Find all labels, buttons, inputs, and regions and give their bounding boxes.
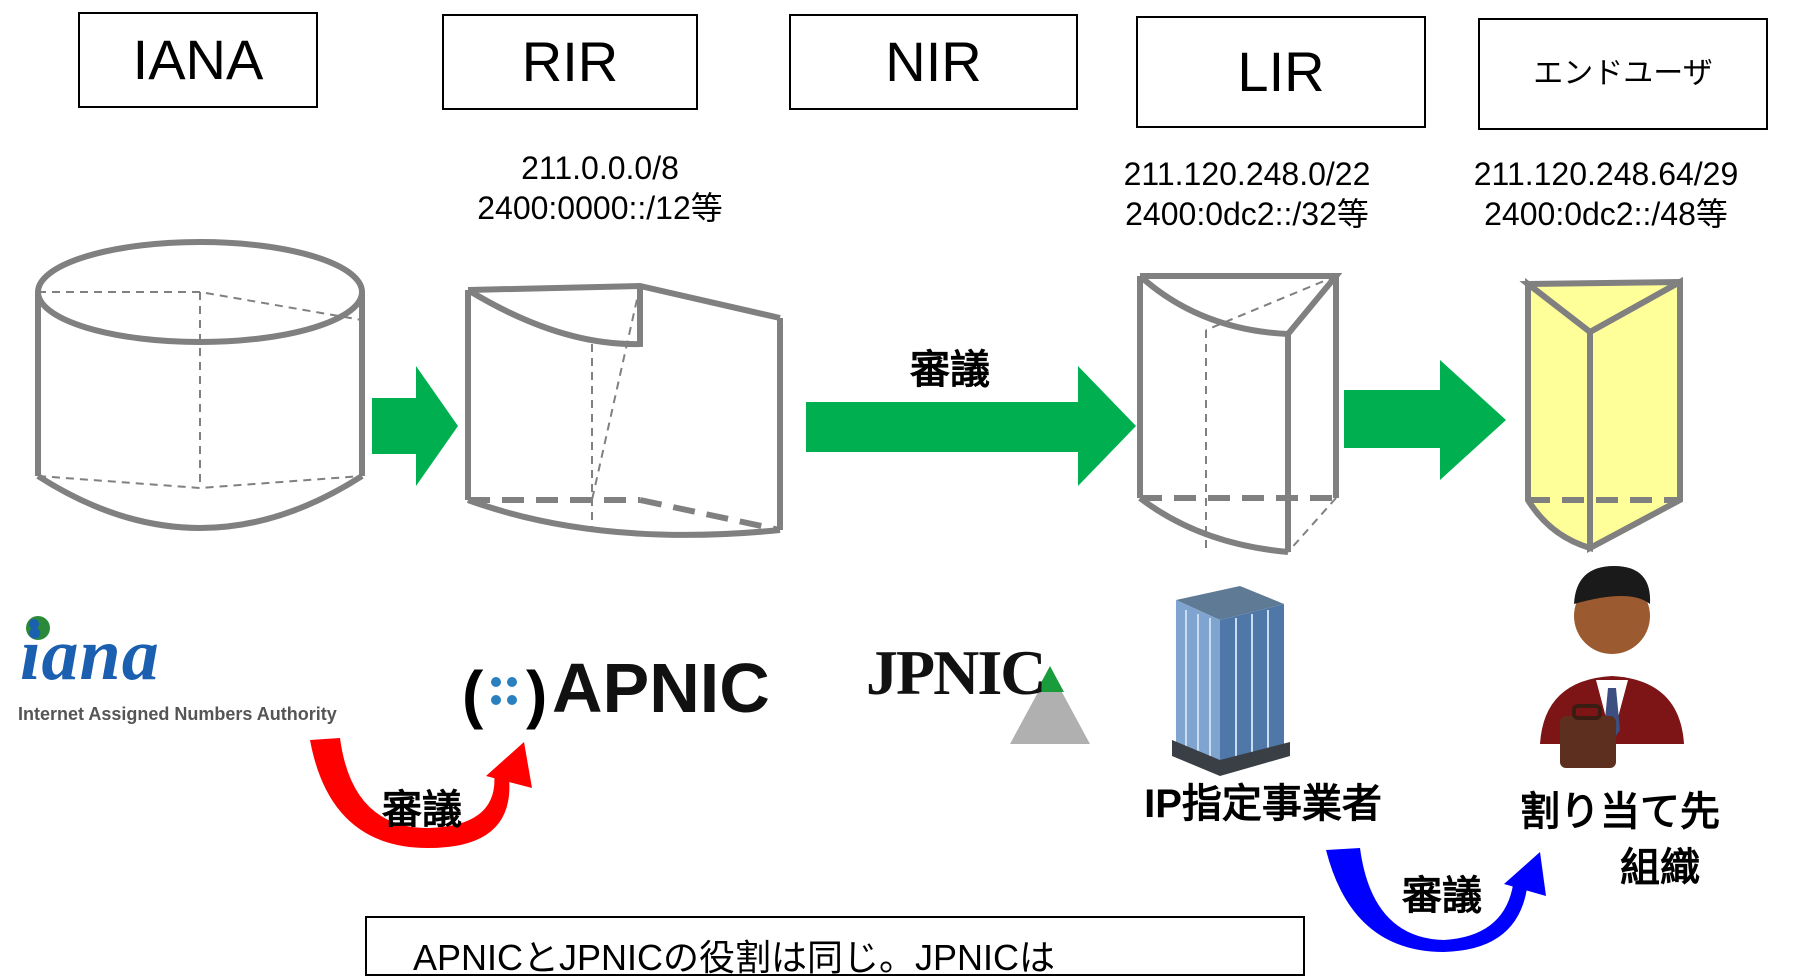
enduser-range-ipv6: 2400:0dc2::/48等 xyxy=(1484,196,1728,232)
lir-pool-slice xyxy=(1137,273,1343,555)
stage-nir-box: NIR xyxy=(789,14,1078,110)
note-box: APNICとJPNICの役割は同じ。JPNICは xyxy=(365,916,1305,976)
stage-iana-box: IANA xyxy=(78,12,318,108)
stage-rir-label: RIR xyxy=(521,30,619,93)
enduser-range: 211.120.248.64/29 2400:0dc2::/48等 xyxy=(1410,154,1802,234)
stage-enduser-label: エンドユーザ xyxy=(1533,57,1713,90)
lir-range-ipv4: 211.120.248.0/22 xyxy=(1123,156,1371,192)
blue-review-arrow xyxy=(1326,848,1546,952)
iana-logo-word: iana xyxy=(20,614,160,696)
svg-text:(: ( xyxy=(462,658,484,730)
enduser-org-line1: 割り当て先 xyxy=(1520,790,1720,834)
stage-enduser-box: エンドユーザ xyxy=(1478,18,1768,130)
apnic-logo-icon: ( ) xyxy=(462,658,547,730)
apnic-logo-word: APNIC xyxy=(552,649,770,727)
rir-range: 211.0.0.0/8 2400:0000::/12等 xyxy=(430,148,770,228)
rir-range-ipv4: 211.0.0.0/8 xyxy=(521,150,679,186)
iana-globe-icon xyxy=(26,616,50,640)
business-person-icon xyxy=(1540,566,1684,768)
rir-lir-review-label: 審議 xyxy=(910,348,990,392)
stage-rir-box: RIR xyxy=(442,14,698,110)
stage-nir-label: NIR xyxy=(885,30,982,93)
jpnic-logo-word: JPNIC xyxy=(866,637,1046,708)
enduser-org-line2: 組織 xyxy=(1620,846,1700,890)
apnic-logo: APNIC xyxy=(552,648,770,728)
rir-range-ipv6: 2400:0000::/12等 xyxy=(477,190,723,226)
lir-range-ipv6: 2400:0dc2::/32等 xyxy=(1125,196,1369,232)
note-text: APNICとJPNICの役割は同じ。JPNICは xyxy=(413,937,1056,976)
green-arrow-lir-enduser xyxy=(1344,360,1506,480)
red-review-arrow xyxy=(310,738,532,848)
jpnic-triangle-icon xyxy=(1010,670,1090,744)
enduser-block-slice xyxy=(1519,276,1683,553)
iana-pool-cylinder xyxy=(35,239,365,531)
iana-logo: iana Internet Assigned Numbers Authority xyxy=(18,618,418,725)
rir-pool-slice xyxy=(465,282,783,538)
lir-enduser-review-label: 審議 xyxy=(1402,874,1482,918)
stage-iana-label: IANA xyxy=(132,28,264,91)
iana-apnic-review-label: 審議 xyxy=(382,788,462,832)
green-arrow-iana-rir xyxy=(372,366,458,486)
svg-text:): ) xyxy=(526,658,547,730)
allocation-shapes: ( ) xyxy=(26,239,1684,952)
iana-logo-fullname: Internet Assigned Numbers Authority xyxy=(18,704,337,724)
green-arrow-rir-lir xyxy=(806,366,1136,486)
building-icon xyxy=(1172,586,1290,776)
stage-lir-box: LIR xyxy=(1136,16,1426,128)
lir-range: 211.120.248.0/22 2400:0dc2::/32等 xyxy=(1102,154,1392,234)
stage-lir-label: LIR xyxy=(1237,40,1325,103)
enduser-org-label: 割り当て先 組織 xyxy=(1480,784,1760,896)
enduser-range-ipv4: 211.120.248.64/29 xyxy=(1473,156,1739,192)
lir-org-label: IP指定事業者 xyxy=(1144,782,1382,826)
jpnic-logo: JPNIC xyxy=(866,628,1046,718)
